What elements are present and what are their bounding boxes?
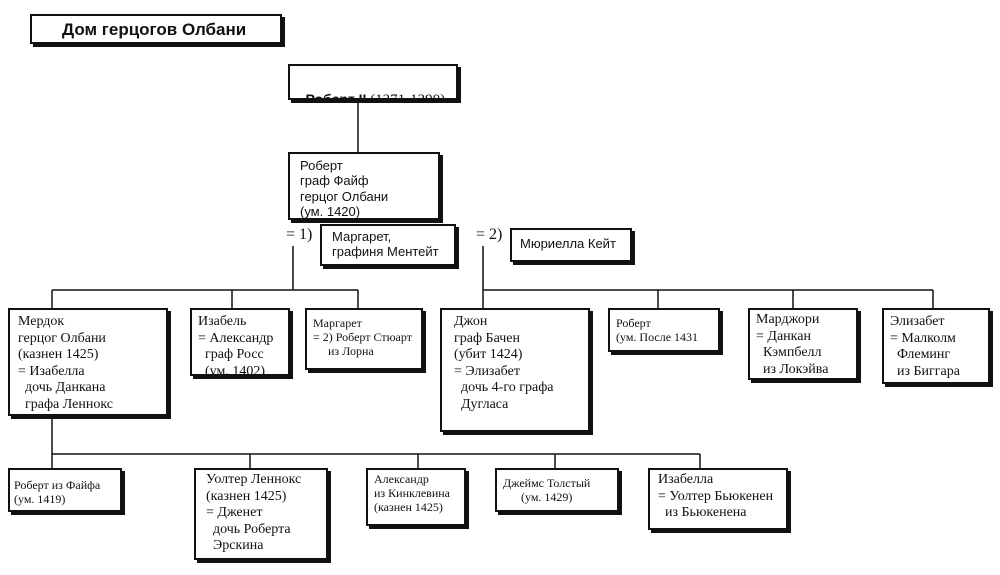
- child-box-marjorie: Марджори = Данкан Кэмпбелл из Локэйва: [748, 308, 858, 380]
- grandchild-box-james: Джеймс Толстый (ум. 1429): [495, 468, 619, 512]
- root-name: Роберт II: [305, 90, 367, 100]
- marriage-2-marker: = 2): [476, 226, 503, 243]
- duke-box: Роберт граф Файф герцог Олбани (ум. 1420…: [288, 152, 440, 220]
- child-box-margaret: Маргарет = 2) Роберт Стюарт из Лорна: [305, 308, 423, 370]
- grandchild-box-alexander: Александр из Кинклевина (казнен 1425): [366, 468, 466, 526]
- child-box-isabel: Изабель = Александр граф Росс (ум. 1402): [190, 308, 290, 376]
- child-box-murdoch: Мердок герцог Олбани (казнен 1425) = Иза…: [8, 308, 168, 416]
- page-title: Дом герцогов Олбани: [30, 14, 282, 44]
- marriage-2-spouse-box: Мюриелла Кейт: [510, 228, 632, 262]
- grandchild-box-robert: Роберт из Файфа (ум. 1419): [8, 468, 122, 512]
- child-box-elizabeth: Элизабет = Малколм Флеминг из Биггара: [882, 308, 990, 384]
- child-box-john: Джон граф Бачен (убит 1424) = Элизабет д…: [440, 308, 590, 432]
- marriage-1-marker: = 1): [286, 226, 313, 243]
- child-box-robert: Роберт (ум. После 1431: [608, 308, 720, 352]
- root-person-box: Роберт II (1371-1390): [288, 64, 458, 100]
- grandchild-box-walter: Уолтер Леннокс (казнен 1425) = Дженет до…: [194, 468, 328, 560]
- marriage-1-spouse-box: Маргарет, графиня Ментейт: [320, 224, 456, 266]
- root-dates: (1371-1390): [366, 91, 446, 100]
- grandchild-box-isabella: Изабелла = Уолтер Бьюкенен из Бьюкенена: [648, 468, 788, 530]
